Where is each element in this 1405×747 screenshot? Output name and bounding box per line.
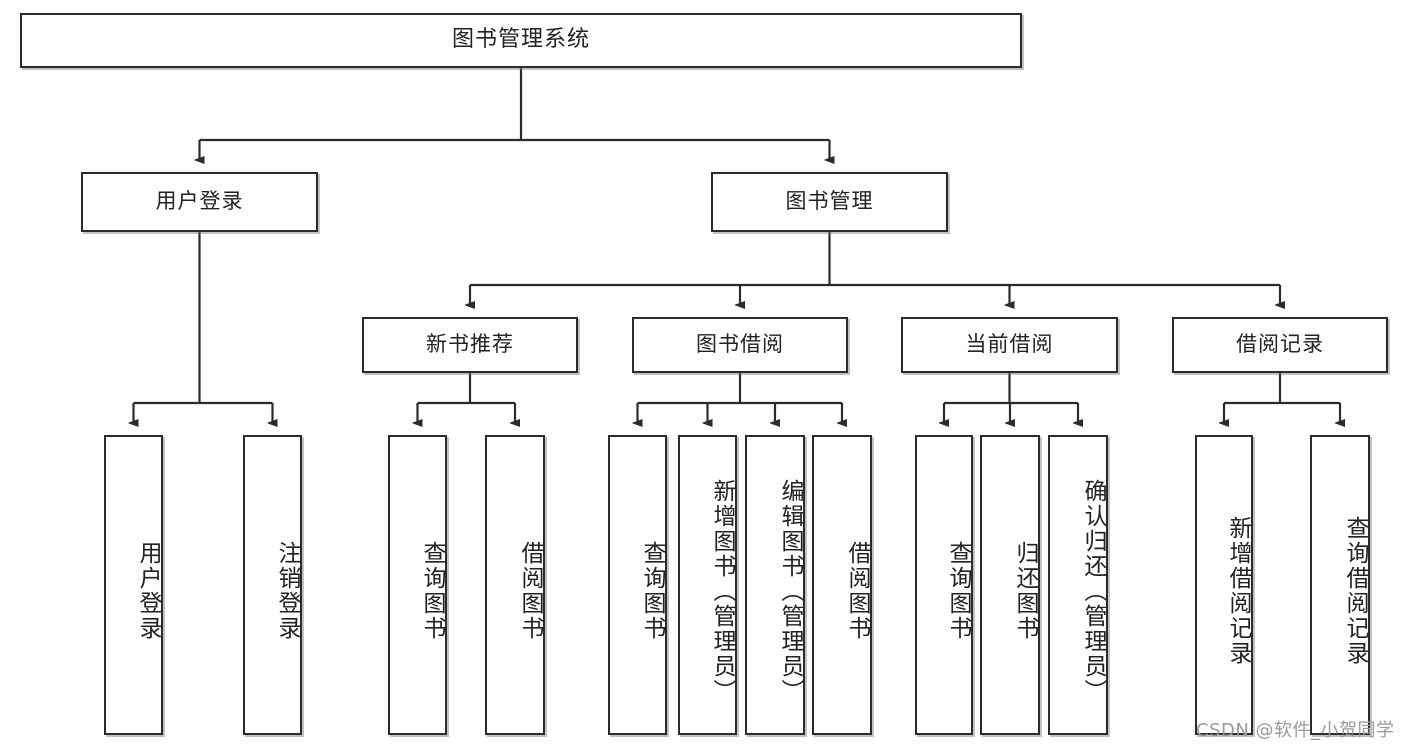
node-new-book-rec[interactable]: 新书推荐 (362, 317, 578, 373)
node-label: 借阅记录 (1236, 332, 1324, 357)
node-leaf-edit-book[interactable]: 编辑图书（管理员） (745, 435, 805, 735)
node-borrow-record[interactable]: 借阅记录 (1172, 317, 1388, 373)
node-leaf-add-rec[interactable]: 新增借阅记录 (1195, 435, 1253, 735)
node-label: 确认归还（管理员） (1080, 478, 1106, 704)
node-label: 借阅图书 (844, 541, 870, 641)
node-label: 借阅图书 (517, 541, 543, 641)
node-label: 新增图书（管理员） (709, 478, 735, 704)
node-leaf-query-2[interactable]: 查询图书 (608, 435, 667, 735)
node-book-manage[interactable]: 图书管理 (711, 172, 948, 232)
node-label: 查询图书 (419, 541, 445, 641)
node-current-borrow[interactable]: 当前借阅 (901, 317, 1118, 373)
csdn-watermark: CSDN @软件_小贺同学 (1196, 720, 1395, 741)
node-label: 用户登录 (155, 189, 244, 214)
node-root[interactable]: 图书管理系统 (20, 13, 1022, 68)
node-label: 图书管理系统 (451, 27, 590, 53)
node-leaf-confirm[interactable]: 确认归还（管理员） (1048, 435, 1108, 735)
node-label: 当前借阅 (965, 332, 1054, 357)
node-label: 归还图书 (1012, 541, 1038, 641)
node-label: 查询图书 (945, 541, 971, 641)
node-leaf-query-3[interactable]: 查询图书 (915, 435, 973, 735)
node-label: 新书推荐 (426, 332, 514, 357)
node-label: 用户登录 (135, 541, 161, 641)
node-leaf-return[interactable]: 归还图书 (980, 435, 1040, 735)
node-leaf-login[interactable]: 用户登录 (104, 435, 163, 735)
node-leaf-logout[interactable]: 注销登录 (243, 435, 302, 735)
node-leaf-borrow-1[interactable]: 借阅图书 (485, 435, 545, 735)
node-label: 编辑图书（管理员） (777, 478, 803, 704)
node-leaf-borrow-2[interactable]: 借阅图书 (812, 435, 872, 735)
node-label: 图书管理 (785, 189, 874, 214)
node-label: 图书借阅 (696, 332, 784, 357)
node-leaf-query-rec[interactable]: 查询借阅记录 (1310, 435, 1370, 735)
node-leaf-add-book[interactable]: 新增图书（管理员） (678, 435, 737, 735)
node-user-login[interactable]: 用户登录 (81, 172, 318, 232)
node-label: 查询图书 (639, 541, 665, 641)
node-label: 新增借阅记录 (1225, 516, 1251, 666)
node-leaf-query-1[interactable]: 查询图书 (388, 435, 447, 735)
node-book-borrow[interactable]: 图书借阅 (632, 317, 848, 373)
node-label: 查询借阅记录 (1342, 516, 1368, 666)
node-label: 注销登录 (274, 541, 300, 641)
